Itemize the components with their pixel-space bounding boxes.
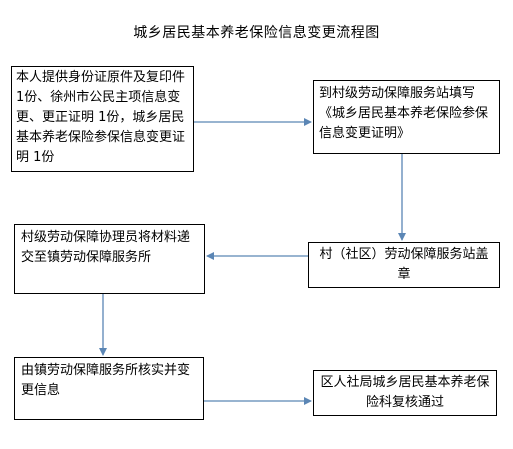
step-verify-and-change: 由镇劳动保障服务所核实并变更信息 xyxy=(14,357,204,420)
step-fill-change-form: 到村级劳动保障服务站填写《城乡居民基本养老保险参保信息变更证明》 xyxy=(313,80,500,154)
step-district-review: 区人社局城乡居民基本养老保险科复核通过 xyxy=(313,370,497,416)
step-provide-documents: 本人提供身份证原件及复印件 1份、徐州市公民主项信息变更、更正证明 1份，城乡居… xyxy=(11,66,194,172)
step-village-stamp: 村（社区）劳动保障服务站盖章 xyxy=(308,242,500,288)
step-submit-to-town: 村级劳动保障协理员将材料递交至镇劳动保障服务所 xyxy=(14,224,205,294)
flowchart-title: 城乡居民基本养老保险信息变更流程图 xyxy=(133,25,380,41)
